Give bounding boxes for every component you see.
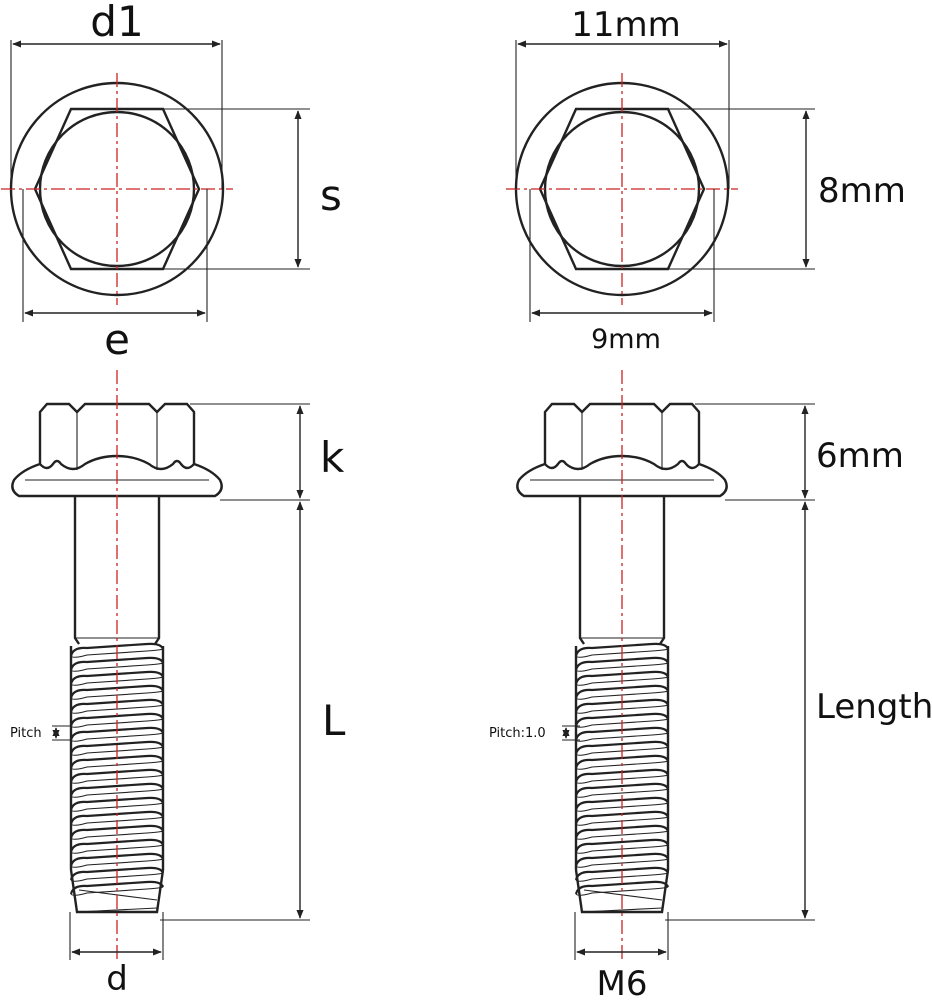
thread-crest <box>69 838 165 853</box>
thread-crest <box>574 838 670 853</box>
right-across-flats-label: 8mm <box>818 171 906 211</box>
left-pitch-label: Pitch <box>10 726 42 741</box>
right-head-height-label: 6mm <box>816 436 904 476</box>
thread-crest <box>69 656 165 671</box>
left-side-view: k L Pitch d <box>10 370 346 999</box>
thread-crest <box>574 656 670 671</box>
thread-crest <box>69 782 165 797</box>
right-diameter-label: M6 <box>597 964 648 1000</box>
thread-root <box>70 732 164 742</box>
left-top-view: d1 s e <box>0 0 342 364</box>
right-side-view: 6mm Length Pitch:1.0 M6 <box>489 370 932 1000</box>
left-k-label: k <box>320 433 345 482</box>
thread-root <box>575 732 669 742</box>
thread-root <box>575 788 669 798</box>
right-length-label: Length <box>816 687 932 727</box>
right-pitch-label: Pitch:1.0 <box>489 726 546 741</box>
thread-root <box>575 830 669 840</box>
right-head-width-label: 11mm <box>571 5 681 45</box>
right-top-view: 11mm 8mm 9mm <box>504 5 906 355</box>
thread-root <box>70 662 164 672</box>
left-e-label: e <box>104 315 130 364</box>
left-s-label: s <box>320 171 342 220</box>
thread-crest <box>574 740 670 755</box>
thread-root <box>575 662 669 672</box>
thread-root <box>70 788 164 798</box>
left-d-label: d <box>106 959 128 999</box>
left-l-label: L <box>322 696 346 745</box>
thread-root <box>70 830 164 840</box>
thread-crest <box>574 782 670 797</box>
thread-crest <box>69 740 165 755</box>
right-across-corners-label: 9mm <box>591 324 661 355</box>
left-d1-label: d1 <box>90 0 143 46</box>
